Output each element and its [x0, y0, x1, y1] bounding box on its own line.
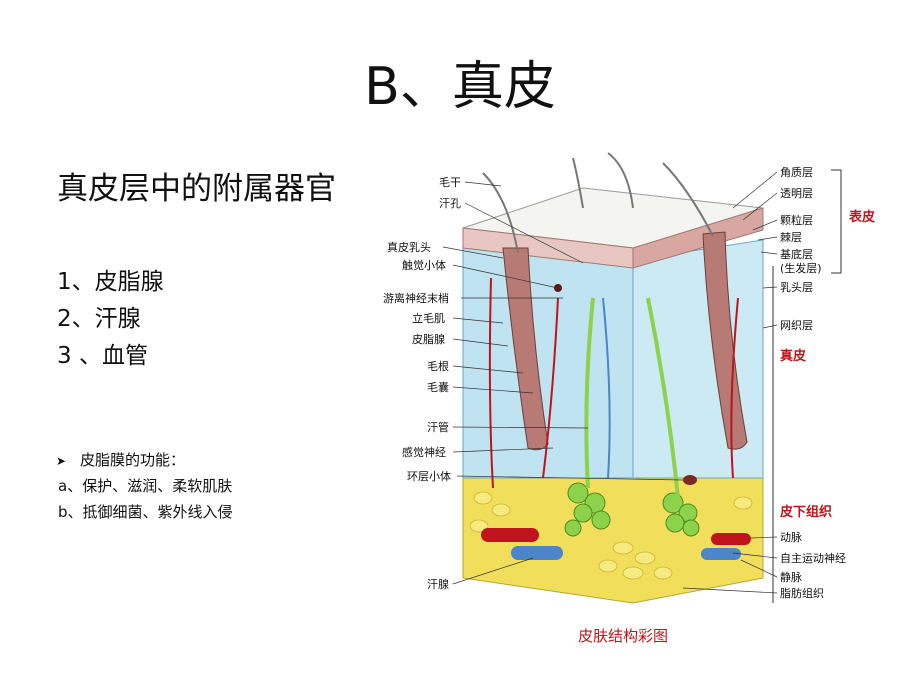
- list-item: 2、汗腺: [57, 306, 141, 332]
- label: 感觉神经: [402, 445, 446, 459]
- label: 透明层: [780, 187, 813, 200]
- slide-subtitle: 真皮层中的附属器官: [57, 171, 336, 207]
- layer-label-dermis: 真皮: [780, 348, 806, 364]
- label: 皮脂腺: [412, 332, 445, 346]
- label: 乳头层: [780, 281, 813, 294]
- label: 颗粒层: [780, 213, 813, 227]
- lamellar-corpuscle: [683, 475, 697, 485]
- layer-brackets: [772, 169, 842, 603]
- right-leader-lines: [682, 171, 778, 594]
- sub-item: b、抵御细菌、紫外线入侵: [58, 503, 233, 521]
- label: 毛根: [427, 359, 449, 373]
- label: 网织层: [780, 319, 813, 332]
- right-labels: 角质层 透明层 颗粒层 棘层 基底层 (生发层) 乳头层 网织层 动脉 自主运动…: [780, 166, 846, 600]
- label: 汗孔: [439, 197, 461, 210]
- hair-shafts: [482, 152, 714, 254]
- left-labels: 毛干 汗孔 真皮乳头 触觉小体 游离神经末梢 立毛肌 皮脂腺 毛根 毛囊 汗管 …: [383, 176, 461, 591]
- label: 静脉: [780, 570, 802, 584]
- label: 真皮乳头: [387, 240, 431, 254]
- slide-title: B、真皮: [364, 57, 556, 117]
- label: 触觉小体: [402, 258, 446, 272]
- blood-vessels: [488, 277, 739, 489]
- label: 毛干: [439, 176, 461, 189]
- bullet-text: 皮脂膜的功能：: [80, 451, 186, 469]
- vein: [511, 546, 563, 560]
- label: 自主运动神经: [780, 551, 846, 565]
- layer-label-subcutaneous: 皮下组织: [779, 504, 832, 520]
- label: 动脉: [780, 530, 802, 544]
- hair-follicle: [702, 231, 748, 450]
- sweat-duct: [584, 297, 595, 489]
- skin-structure-figure: 毛干 汗孔 真皮乳头 触觉小体 游离神经末梢 立毛肌 皮脂腺 毛根 毛囊 汗管 …: [383, 152, 875, 645]
- fat-cells: [469, 491, 753, 580]
- sweat-glands: [564, 482, 700, 537]
- arrow-bullet-icon: ➤: [56, 454, 67, 468]
- sub-item: a、保护、滋润、柔软肌肤: [58, 477, 233, 495]
- label: 基底层: [780, 247, 813, 261]
- hair-follicle: [502, 247, 549, 451]
- bullet-heading: ➤ 皮脂膜的功能：: [56, 450, 185, 471]
- list-item: 3 、血管: [57, 343, 148, 369]
- sweat-duct: [646, 297, 680, 499]
- label: 游离神经末梢: [383, 291, 449, 305]
- label: 棘层: [780, 231, 802, 244]
- layer-label-epidermis: 表皮: [848, 209, 875, 225]
- list-item: 1、皮脂腺: [57, 269, 164, 295]
- label: 毛囊: [427, 380, 449, 394]
- label: 脂肪组织: [780, 586, 824, 600]
- label: 角质层: [780, 166, 813, 179]
- left-leader-lines: [442, 181, 684, 585]
- artery: [481, 528, 539, 542]
- label: 汗管: [427, 420, 449, 434]
- vein: [701, 548, 741, 560]
- epidermis-side: [632, 207, 764, 269]
- figure-caption: 皮肤结构彩图: [578, 627, 668, 645]
- label: 汗腺: [427, 577, 449, 591]
- label: 环层小体: [407, 469, 451, 483]
- label: 立毛肌: [412, 311, 445, 325]
- artery: [711, 533, 751, 545]
- label: (生发层): [780, 261, 822, 275]
